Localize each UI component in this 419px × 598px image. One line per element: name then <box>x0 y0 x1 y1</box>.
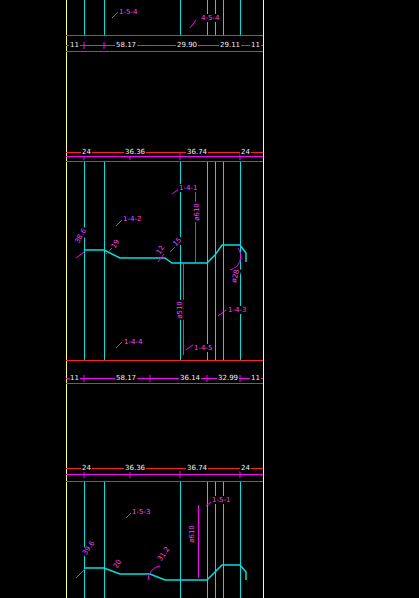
callout-label: ø610 <box>193 202 201 222</box>
dimension-text: 58.17 <box>115 41 137 49</box>
dimension-text: 36.14 <box>179 374 201 382</box>
dimension-text: 58.17 <box>115 374 137 382</box>
callout-label: ø610 <box>188 524 196 544</box>
callout-label: 4-5-4 <box>200 14 220 22</box>
callout-label: 31.2 <box>155 544 172 563</box>
dimension-text: 36.74 <box>186 148 208 156</box>
callout-label: 20 <box>111 557 123 570</box>
callout-label: 1-4-2 <box>122 215 142 223</box>
callout-label: 39.6 <box>80 538 97 557</box>
callout-label: 1-5-4 <box>118 8 138 16</box>
callout-label: 1-4-4 <box>123 338 143 346</box>
callout-label: 1-4-1 <box>178 184 198 192</box>
callout-label: 1-5-1 <box>211 496 231 504</box>
callout-label: 15 <box>171 235 184 248</box>
callout-label: ø510 <box>176 300 184 320</box>
dimension-text: 24 <box>81 464 92 472</box>
dimension-text: 24 <box>81 148 92 156</box>
dimension-text: 11 <box>250 374 261 382</box>
dimension-text: 36.36 <box>124 464 146 472</box>
callout-label: 1-4-3 <box>227 306 247 314</box>
dimension-text: 36.36 <box>124 148 146 156</box>
callout-label: 1-4-5 <box>193 344 213 352</box>
dimension-text: 11 <box>69 374 80 382</box>
dimension-text: 24 <box>240 464 251 472</box>
dimension-text: 24 <box>240 148 251 156</box>
dimension-text: 29.11 <box>219 41 241 49</box>
callout-label: 1-5-3 <box>131 508 151 516</box>
callout-label: ø28 <box>230 268 242 285</box>
dimension-text: 11 <box>250 41 261 49</box>
dimension-text: 32.99 <box>217 374 239 382</box>
dimension-text: 36.74 <box>186 464 208 472</box>
dimension-text: 11 <box>69 41 80 49</box>
callout-label: 38.6 <box>73 226 89 245</box>
dimension-text: 29.90 <box>176 41 198 49</box>
callout-label: 12 <box>154 243 166 256</box>
